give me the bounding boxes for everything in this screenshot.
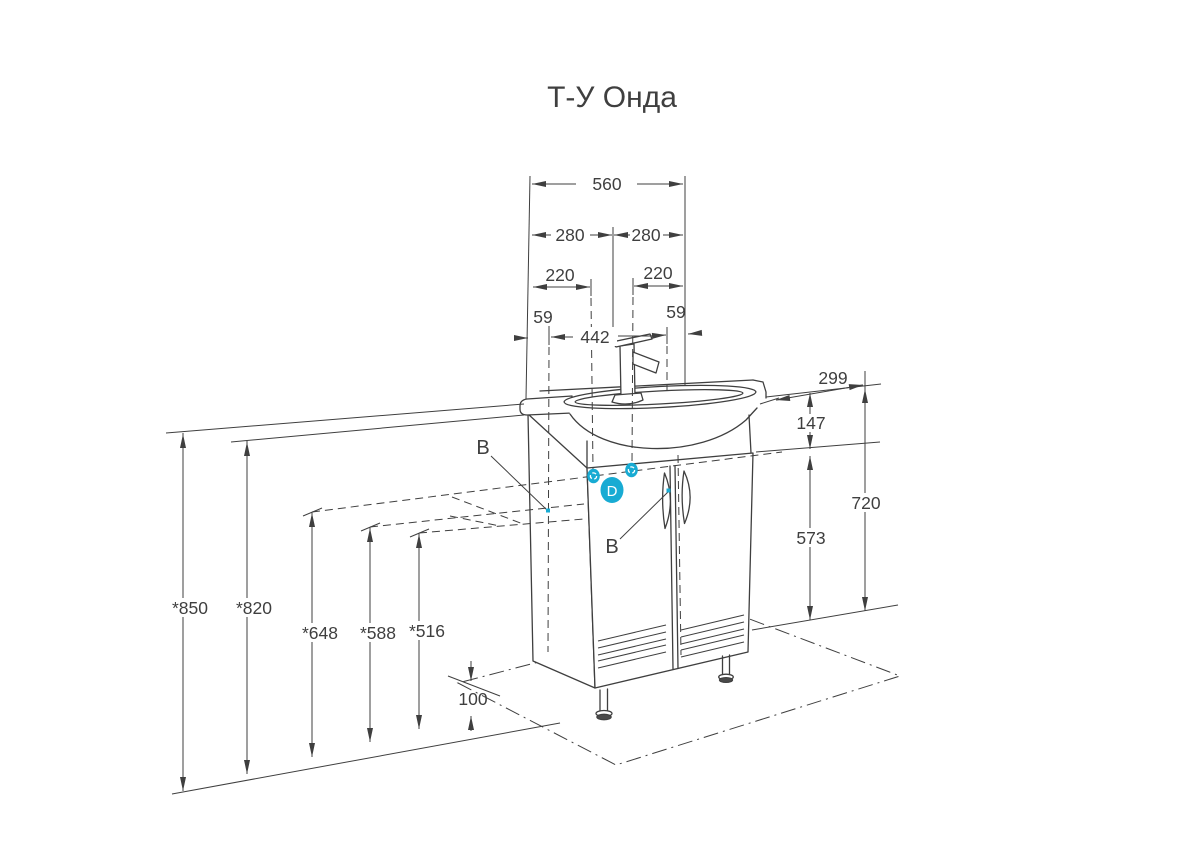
dim-leg-height: 100 xyxy=(458,689,487,709)
fastener-marker-right xyxy=(625,462,638,478)
dim-height-drain: *648 xyxy=(302,623,338,643)
sink-pedestal-right-edge xyxy=(748,414,752,454)
dim-hole-left: 220 xyxy=(545,265,574,285)
callout-b-bottom-dot xyxy=(666,488,671,493)
reference-depth-segment-1 xyxy=(451,496,524,525)
dim-sink-drop: 147 xyxy=(796,413,825,433)
cabinet-side-panel xyxy=(527,413,596,689)
dim-edge-left: 59 xyxy=(533,307,552,327)
door-gap-right-line xyxy=(674,465,679,670)
dim-edge-right: 59 xyxy=(666,302,685,322)
door-handle-right xyxy=(681,470,691,525)
basin-rim-inner xyxy=(574,389,744,406)
sink-slab-right-end xyxy=(752,379,767,399)
detail-d-circle xyxy=(600,477,624,503)
dim-height-sink: *850 xyxy=(172,598,208,618)
callouts: В В D xyxy=(476,437,671,558)
floor-extension-right xyxy=(751,604,899,631)
dim-body-height: 573 xyxy=(796,528,825,548)
dim-depth: 299 xyxy=(818,368,847,388)
faucet-spout xyxy=(632,351,660,374)
dim-width-total: 560 xyxy=(592,174,621,194)
hole-left-projection xyxy=(590,297,594,471)
dimension-labels: 560 280 280 220 220 59 59 442 299 147 57… xyxy=(172,174,881,709)
adjustable-foot-left xyxy=(595,688,613,721)
fastener-marker-left-ring xyxy=(589,472,598,480)
dim-height-low: *516 xyxy=(409,621,445,641)
vent-grille-left-door xyxy=(597,624,667,669)
faucet-base xyxy=(611,392,644,405)
callout-b-bottom-label: В xyxy=(605,536,618,558)
adjustable-foot-right xyxy=(718,654,734,684)
vent-grille-right-door xyxy=(680,614,745,658)
faucet xyxy=(611,333,660,405)
callout-b-top-leader xyxy=(490,455,548,511)
sink-bowl-curve xyxy=(569,407,758,450)
floor-line-left xyxy=(171,722,561,795)
door-center-dashed-line xyxy=(677,454,682,656)
reference-depth-segment-2 xyxy=(449,515,501,527)
callout-b-bottom-leader xyxy=(619,491,669,540)
dim-width-left: 280 xyxy=(555,225,584,245)
basin-rim-outer xyxy=(563,384,757,410)
dim-width-right: 280 xyxy=(631,225,660,245)
dim-hole-right: 220 xyxy=(643,263,672,283)
detail-d-label: D xyxy=(607,483,618,500)
fastener-marker-right-ring xyxy=(627,466,636,474)
sink-and-faucet xyxy=(519,333,767,469)
sink-slab-back-edge xyxy=(539,379,754,392)
sink-slab-left xyxy=(519,395,573,416)
reference-line-mid xyxy=(369,503,585,528)
dim-faucet-span: 442 xyxy=(580,327,609,347)
fastener-marker-left xyxy=(587,468,600,484)
callout-b-top-label: В xyxy=(476,437,489,459)
dim-height-top: *820 xyxy=(236,598,272,618)
drawing-title: Т-У Онда xyxy=(547,81,677,114)
reference-line-low xyxy=(418,518,585,534)
callout-b-top-dot xyxy=(546,508,550,513)
dim-cabinet-height: 720 xyxy=(851,493,880,513)
hole-right-projection xyxy=(631,296,634,463)
reference-line-hinge-level xyxy=(311,451,783,513)
dim-height-mid: *588 xyxy=(360,623,396,643)
hidden-reference-lines xyxy=(311,296,783,656)
hidden-drain-line xyxy=(547,346,550,653)
dimension-lines xyxy=(165,175,887,791)
